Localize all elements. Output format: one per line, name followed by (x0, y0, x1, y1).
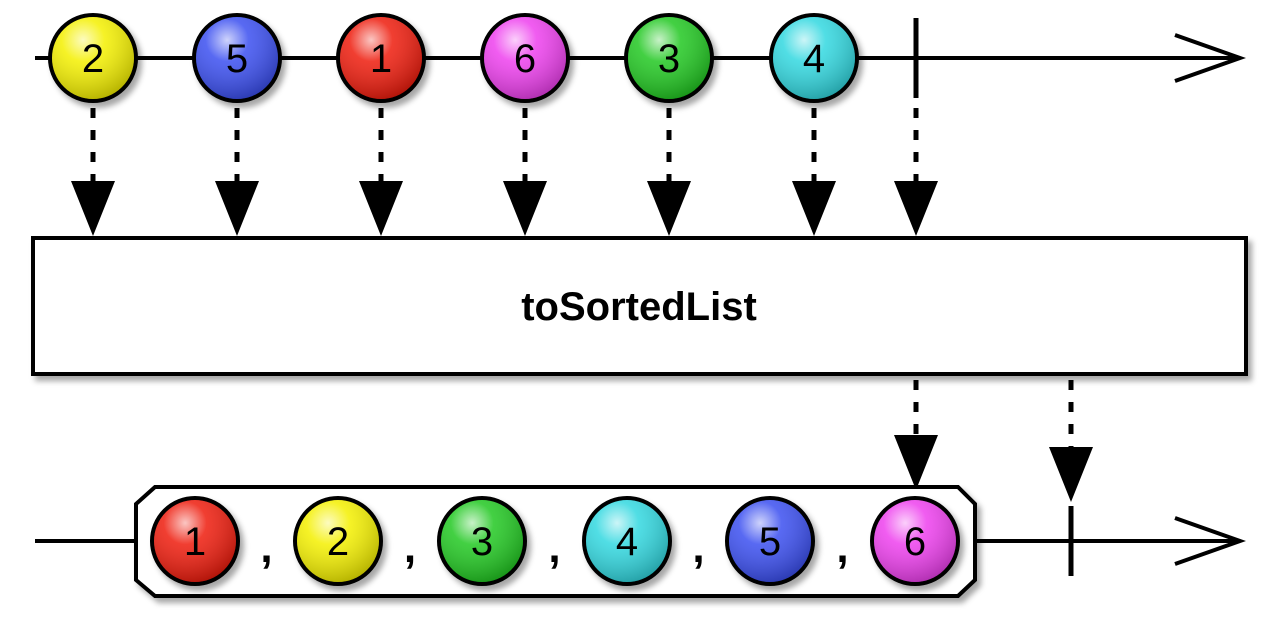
operator-box-rect (31, 236, 1248, 376)
input-emission-arrows (71, 108, 938, 236)
input-marble: 6 (480, 13, 570, 103)
list-separator: , (260, 523, 272, 572)
list-separator: , (692, 523, 704, 572)
marble-label: 5 (759, 520, 781, 564)
marble-gloss (586, 500, 668, 582)
marble-label: 4 (803, 37, 825, 81)
arrowhead (1049, 447, 1093, 502)
marble-gloss (773, 17, 855, 99)
arrowhead (792, 181, 836, 236)
arrowhead (894, 435, 938, 490)
completion-arrow (894, 108, 938, 236)
list-separator: , (836, 523, 848, 572)
input-marbles: 2 5 1 6 3 4 (48, 13, 859, 103)
operator-box: toSortedList (31, 236, 1248, 376)
input-arrow (647, 108, 691, 236)
input-arrow (215, 108, 259, 236)
arrowhead (359, 181, 403, 236)
input-marble: 4 (769, 13, 859, 103)
operator-label: toSortedList (521, 285, 757, 329)
output-emission-arrows (894, 380, 1093, 502)
marble-label: 3 (658, 37, 680, 81)
input-arrow (71, 108, 115, 236)
output-marble: 5 (725, 496, 815, 586)
output-marble: 2 (293, 496, 383, 586)
marble-label: 1 (184, 520, 206, 564)
output-marble: 6 (870, 496, 960, 586)
input-arrow (503, 108, 547, 236)
output-marble: 1 (150, 496, 240, 586)
marble-gloss (874, 500, 956, 582)
marble-label: 6 (514, 37, 536, 81)
output-marble: 3 (437, 496, 527, 586)
output-timeline-arrowhead (1174, 516, 1246, 566)
marble-gloss (297, 500, 379, 582)
arrowhead (71, 181, 115, 236)
input-marble: 3 (624, 13, 714, 103)
marble-gloss (52, 17, 134, 99)
arrowhead (503, 181, 547, 236)
input-arrow (792, 108, 836, 236)
output-marbles: 1, 2, 3, 4, 5, 6 (150, 496, 960, 586)
marble-label: 6 (904, 520, 926, 564)
output-completion-arrow (1049, 380, 1093, 502)
marble-gloss (196, 17, 278, 99)
input-arrow (359, 108, 403, 236)
marble-label: 2 (327, 520, 349, 564)
marble-gloss (729, 500, 811, 582)
arrowhead (215, 181, 259, 236)
marble-gloss (154, 500, 236, 582)
input-marble: 2 (48, 13, 138, 103)
arrowhead (647, 181, 691, 236)
input-marble: 5 (192, 13, 282, 103)
output-marble: 4 (582, 496, 672, 586)
marble-gloss (628, 17, 710, 99)
marble-gloss (340, 17, 422, 99)
marble-label: 2 (82, 37, 104, 81)
arrowhead (894, 181, 938, 236)
input-timeline-arrowhead (1174, 33, 1246, 83)
marble-label: 3 (471, 520, 493, 564)
marble-gloss (484, 17, 566, 99)
marble-label: 5 (226, 37, 248, 81)
list-separator: , (548, 523, 560, 572)
list-separator: , (404, 523, 416, 572)
marble-gloss (441, 500, 523, 582)
marble-label: 4 (616, 520, 638, 564)
list-emission-arrow (894, 380, 938, 490)
marble-label: 1 (370, 37, 392, 81)
input-marble: 1 (336, 13, 426, 103)
